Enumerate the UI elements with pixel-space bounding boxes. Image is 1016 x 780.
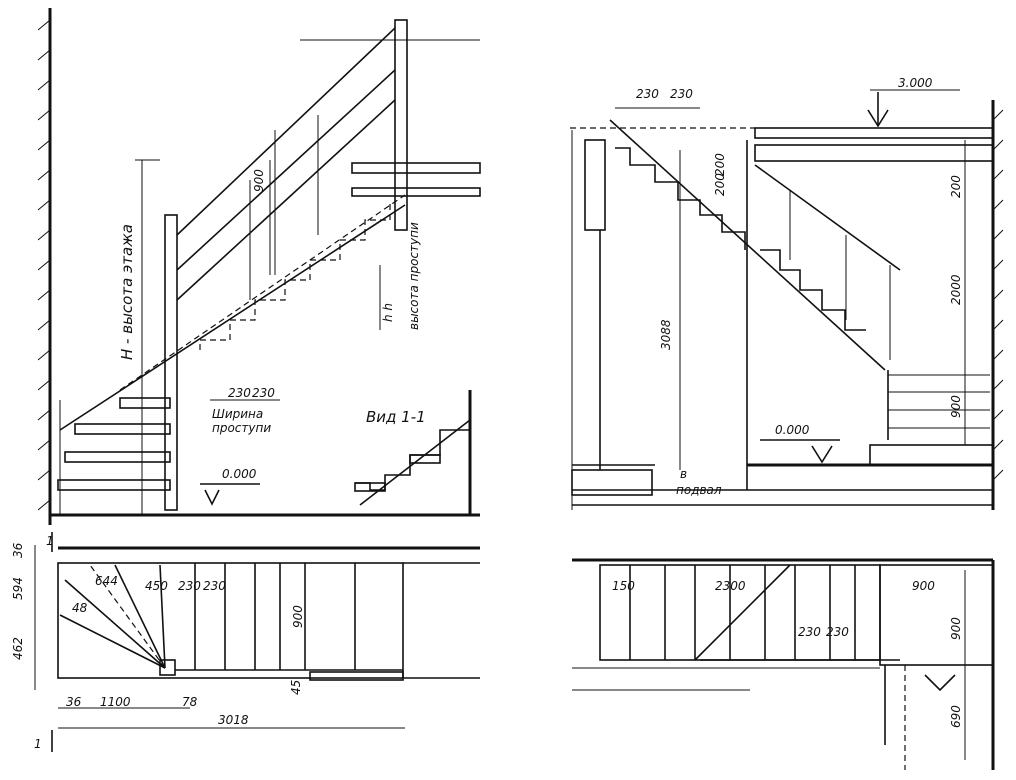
right-stringer [609, 119, 886, 371]
left-plan-dim-594: 594 [11, 577, 25, 600]
right-plan-dim-230a: 230 [798, 625, 821, 639]
right-top-beam [754, 144, 994, 162]
right-tread-dim-1: 230 [636, 87, 659, 101]
left-railing-height: 900 [252, 169, 266, 192]
view-label: Вид 1-1 [366, 408, 426, 426]
right-tread-dim-2: 230 [670, 87, 693, 101]
right-plan-dim-690: 690 [949, 705, 963, 728]
right-landing-railing [887, 370, 990, 440]
left-plan-outline [57, 562, 404, 679]
left-plan-section-top: 1 [46, 534, 54, 548]
left-section: H - высота этажа 900 h h высота проступи… [37, 8, 481, 525]
lower-newel-post [164, 214, 178, 511]
left-plan-dim-462: 462 [11, 637, 25, 660]
view-1-1-sketch [354, 390, 472, 515]
left-plan-section-bottom: 1 [34, 737, 42, 751]
right-top-slab [754, 127, 994, 139]
left-plan-dim-644: 644 [95, 574, 118, 588]
right-handrail [754, 164, 901, 271]
handrail-top [176, 27, 396, 236]
left-plan-treads [175, 563, 403, 671]
tread-width-caption-2: проступи [212, 421, 271, 435]
right-plan-landing [879, 564, 994, 666]
right-plan-dim-900-side: 900 [949, 617, 963, 640]
left-plan-dim-230b: 230 [203, 579, 226, 593]
right-riser-dim-2: 200 [713, 153, 727, 176]
left-tread-dim-1: 230 [228, 386, 251, 400]
left-plan-dim-1100: 1100 [100, 695, 131, 709]
left-plan-dim-230a: 230 [178, 579, 201, 593]
basement-caption-1: в [680, 467, 687, 481]
right-plan-dim-2300: 2300 [715, 579, 746, 593]
left-plan-dim-36-top: 36 [11, 542, 25, 558]
lower-treads [57, 397, 171, 515]
upper-newel-post [394, 19, 408, 231]
riser-label: h h [381, 303, 395, 322]
right-height-total: 3088 [659, 319, 673, 350]
stair-stringer [59, 204, 406, 431]
balusters [249, 115, 319, 300]
left-plan-dim-78: 78 [182, 695, 198, 709]
right-top-level: 3.000 [898, 76, 933, 90]
right-steps-upper [615, 147, 746, 250]
left-plan-dim-48: 48 [72, 601, 88, 615]
upper-slab [300, 39, 481, 197]
floor-height-label: H - высота этажа [118, 224, 136, 360]
basement-caption-2: подвал [676, 483, 722, 497]
left-plan: 1 1 36 594 462 644 48 450 230 230 900 45… [11, 532, 480, 752]
left-plan-dim-450: 450 [145, 579, 168, 593]
right-plan-dim-150: 150 [612, 579, 635, 593]
handrail-low [176, 99, 396, 301]
left-floor-level: 0.000 [222, 467, 257, 481]
right-plan-treads [629, 564, 856, 661]
left-plan-dim-900: 900 [291, 605, 305, 628]
right-railing-height: 900 [949, 395, 963, 418]
right-plan-arrow [924, 674, 956, 692]
right-steps-lower [760, 249, 866, 331]
right-height-200: 200 [949, 175, 963, 198]
right-riser-dim-1: 200 [713, 173, 727, 196]
right-floor-level: 0.000 [775, 423, 810, 437]
handrail-mid [176, 69, 396, 271]
riser-caption: высота проступи [407, 222, 421, 330]
hidden-steps [199, 200, 391, 350]
left-plan-winders [59, 564, 176, 676]
right-plan-dim-900-top: 900 [912, 579, 935, 593]
left-plan-dim-3018: 3018 [218, 713, 249, 727]
left-level-marker [204, 489, 220, 506]
right-height-2000: 2000 [949, 274, 963, 305]
right-plan-dim-230b: 230 [826, 625, 849, 639]
left-plan-dim-45: 45 [289, 680, 303, 695]
left-plan-dim-36-bottom: 36 [66, 695, 82, 709]
right-plan: 150 2300 900 230 230 900 690 [572, 558, 995, 770]
left-tread-dim-2: 230 [252, 386, 275, 400]
left-wall [37, 8, 52, 525]
right-column [584, 139, 606, 231]
right-section: 3.000 [570, 76, 1004, 510]
tread-width-caption-1: Ширина [212, 407, 263, 421]
stringer-hidden [119, 194, 406, 391]
